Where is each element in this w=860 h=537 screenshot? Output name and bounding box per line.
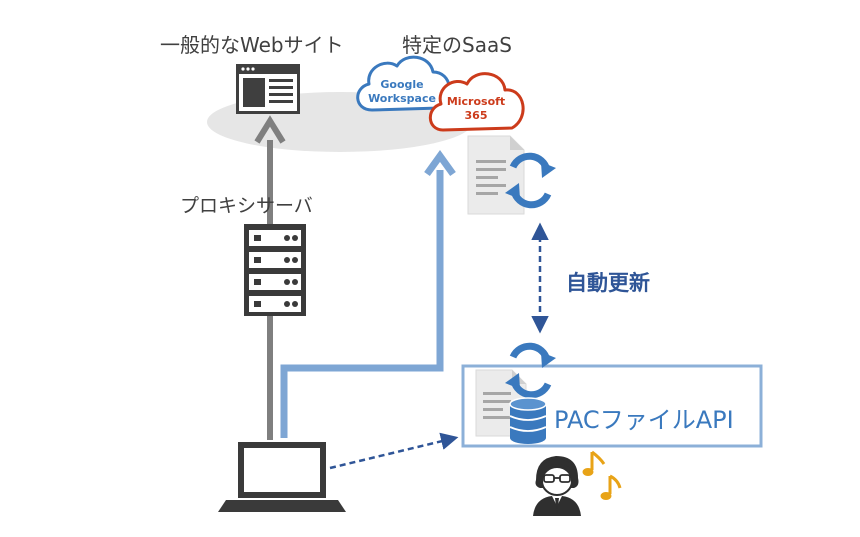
sync-icon	[505, 152, 556, 209]
document-icon	[467, 135, 525, 215]
sync-icon	[505, 342, 556, 399]
direct-saas-route-arrow	[280, 150, 456, 438]
user-icon	[533, 456, 581, 516]
google-workspace-cloud-icon: Google Workspace	[356, 55, 451, 112]
microsoft-cloud-label-line1: Microsoft	[447, 95, 505, 108]
microsoft-cloud-label-line2: 365	[465, 109, 488, 122]
microsoft-365-cloud-icon: Microsoft 365	[428, 72, 525, 132]
database-icon	[509, 397, 547, 444]
server-rack-icon	[244, 224, 306, 316]
laptop-icon	[218, 442, 346, 512]
general-website-label: 一般的なWebサイト	[160, 33, 344, 57]
music-notes-icon	[582, 450, 622, 500]
pac-file-api-label: PACファイルAPI	[554, 406, 734, 434]
auto-update-label: 自動更新	[566, 271, 650, 295]
browser-window-icon	[236, 64, 300, 114]
proxy-server-label: プロキシサーバ	[180, 195, 313, 217]
specific-saas-label: 特定のSaaS	[402, 33, 512, 57]
laptop-to-pac-dashed-arrow	[329, 432, 459, 470]
google-cloud-label-line2: Workspace	[368, 92, 436, 105]
google-cloud-label-line1: Google	[380, 78, 423, 91]
